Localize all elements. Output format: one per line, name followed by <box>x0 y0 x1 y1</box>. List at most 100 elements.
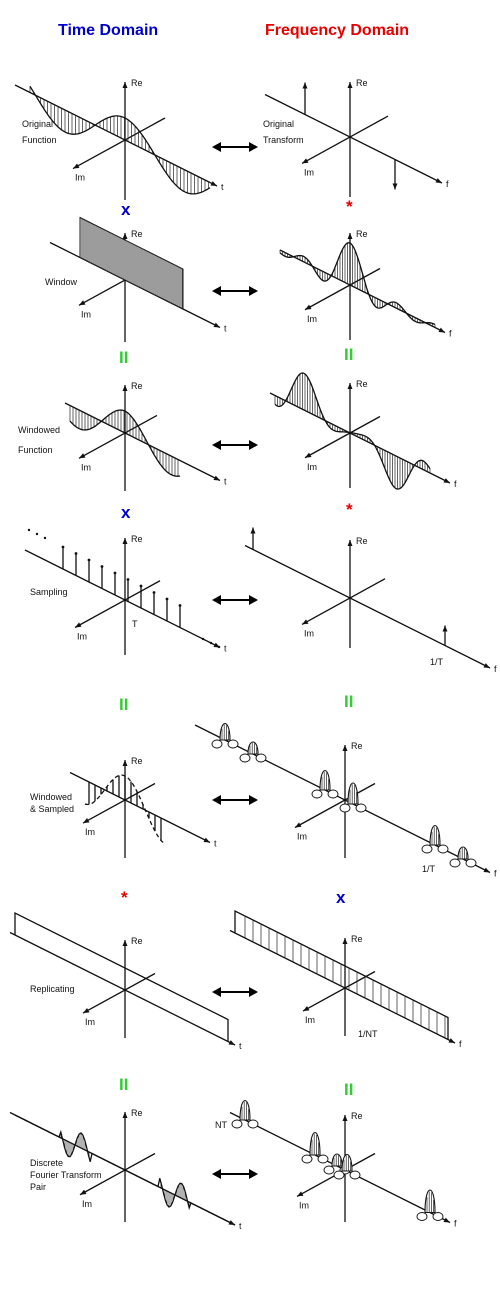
sinusoid-wave <box>29 85 211 195</box>
re-axis-label: Re <box>356 78 368 88</box>
re-axis-label: Re <box>131 381 143 391</box>
sample-period-label: T <box>132 619 138 629</box>
t-axis-label: t <box>239 1041 242 1051</box>
re-axis-label: Re <box>356 379 368 389</box>
row6-time-label: Replicating <box>30 984 75 994</box>
t-axis-label: t <box>224 477 227 487</box>
freq-operator-4: II <box>344 692 354 711</box>
im-axis-label: Im <box>304 167 314 177</box>
im-axis-label: Im <box>75 173 85 183</box>
rectangular-window <box>79 216 184 310</box>
freq-operator-5: x <box>336 888 346 907</box>
re-axis-label: Re <box>131 534 143 544</box>
im-axis-label: Im <box>81 462 91 472</box>
row5-time-label: Windowed& Sampled <box>30 792 74 814</box>
f-axis-label: f <box>454 1219 457 1229</box>
re-axis-label: Re <box>131 936 143 946</box>
spectral-lobe-5 <box>421 824 449 854</box>
re-axis-label: Re <box>131 1108 143 1118</box>
f-axis-label: f <box>449 329 452 339</box>
spectral-lobe-3 <box>311 769 339 799</box>
row7-freq-marker: NT <box>215 1120 227 1130</box>
row7-transform-arrow <box>212 1169 258 1179</box>
spectral-lobe-4 <box>339 782 367 813</box>
re-axis-label: Re <box>356 229 368 239</box>
im-axis-label: Im <box>304 628 314 638</box>
f-axis-label: f <box>454 479 457 489</box>
t-axis-label: t <box>224 324 227 334</box>
freq-operator-3: * <box>346 500 353 519</box>
time-operator-2: II <box>119 348 129 367</box>
time-operator-6: II <box>119 1075 129 1094</box>
time-operator-3: x <box>121 503 131 522</box>
row4-time-label: Sampling <box>30 587 68 597</box>
re-axis-label: Re <box>356 536 368 546</box>
f-axis-label: f <box>494 869 497 879</box>
im-axis-label: Im <box>82 1199 92 1209</box>
row2-time-label: Window <box>45 277 78 287</box>
re-axis-label: Re <box>131 229 143 239</box>
im-axis-label: Im <box>81 309 91 319</box>
t-axis-label: t <box>224 644 227 654</box>
time-domain-header: Time Domain <box>58 22 159 39</box>
spectral-lobe-2 <box>239 741 267 763</box>
freq-operator-6: II <box>344 1080 354 1099</box>
im-axis-label: Im <box>299 1200 309 1210</box>
windowed-sampled-samples <box>84 774 166 845</box>
f-axis-label: f <box>446 179 449 189</box>
t-axis-label: t <box>221 182 224 192</box>
dft-lobe-2 <box>301 1132 329 1164</box>
im-axis-label: Im <box>77 632 87 642</box>
re-axis-label: Re <box>351 1111 363 1121</box>
im-axis-label: Im <box>85 1017 95 1027</box>
freq-operator-2: II <box>344 345 354 364</box>
im-axis-label: Im <box>305 1015 315 1025</box>
periodic-sampled-sequence <box>14 1114 236 1226</box>
f-axis-label: f <box>459 1039 462 1049</box>
dft-lobe-1 <box>231 1099 259 1129</box>
sinc-function <box>279 242 436 328</box>
re-axis-label: Re <box>351 741 363 751</box>
im-axis-label: Im <box>297 832 307 842</box>
row6-freq-marker: 1/NT <box>358 1029 378 1039</box>
re-axis-label: Re <box>131 756 143 766</box>
time-operator-5: * <box>121 888 128 907</box>
row4-freq-marker: 1/T <box>430 657 444 667</box>
impulse-train <box>27 528 221 649</box>
row3-transform-arrow <box>212 440 258 450</box>
row5-transform-arrow <box>212 795 258 805</box>
windowed-sinusoid <box>69 405 181 477</box>
frequency-domain-header: Frequency Domain <box>265 22 410 39</box>
im-axis-label: Im <box>85 827 95 837</box>
row6-transform-arrow <box>212 987 258 997</box>
t-axis-label: t <box>239 1221 242 1231</box>
im-axis-label: Im <box>307 314 317 324</box>
spectral-lobe-1 <box>211 722 239 749</box>
time-operator-4: II <box>119 695 129 714</box>
re-axis-label: Re <box>131 78 143 88</box>
im-axis-label: Im <box>307 462 317 472</box>
spectral-lobe-6 <box>449 846 477 868</box>
row4-transform-arrow <box>212 595 258 605</box>
freq-operator-1: * <box>346 197 353 216</box>
t-axis-label: t <box>214 839 217 849</box>
line-spectrum-band <box>234 909 449 1040</box>
